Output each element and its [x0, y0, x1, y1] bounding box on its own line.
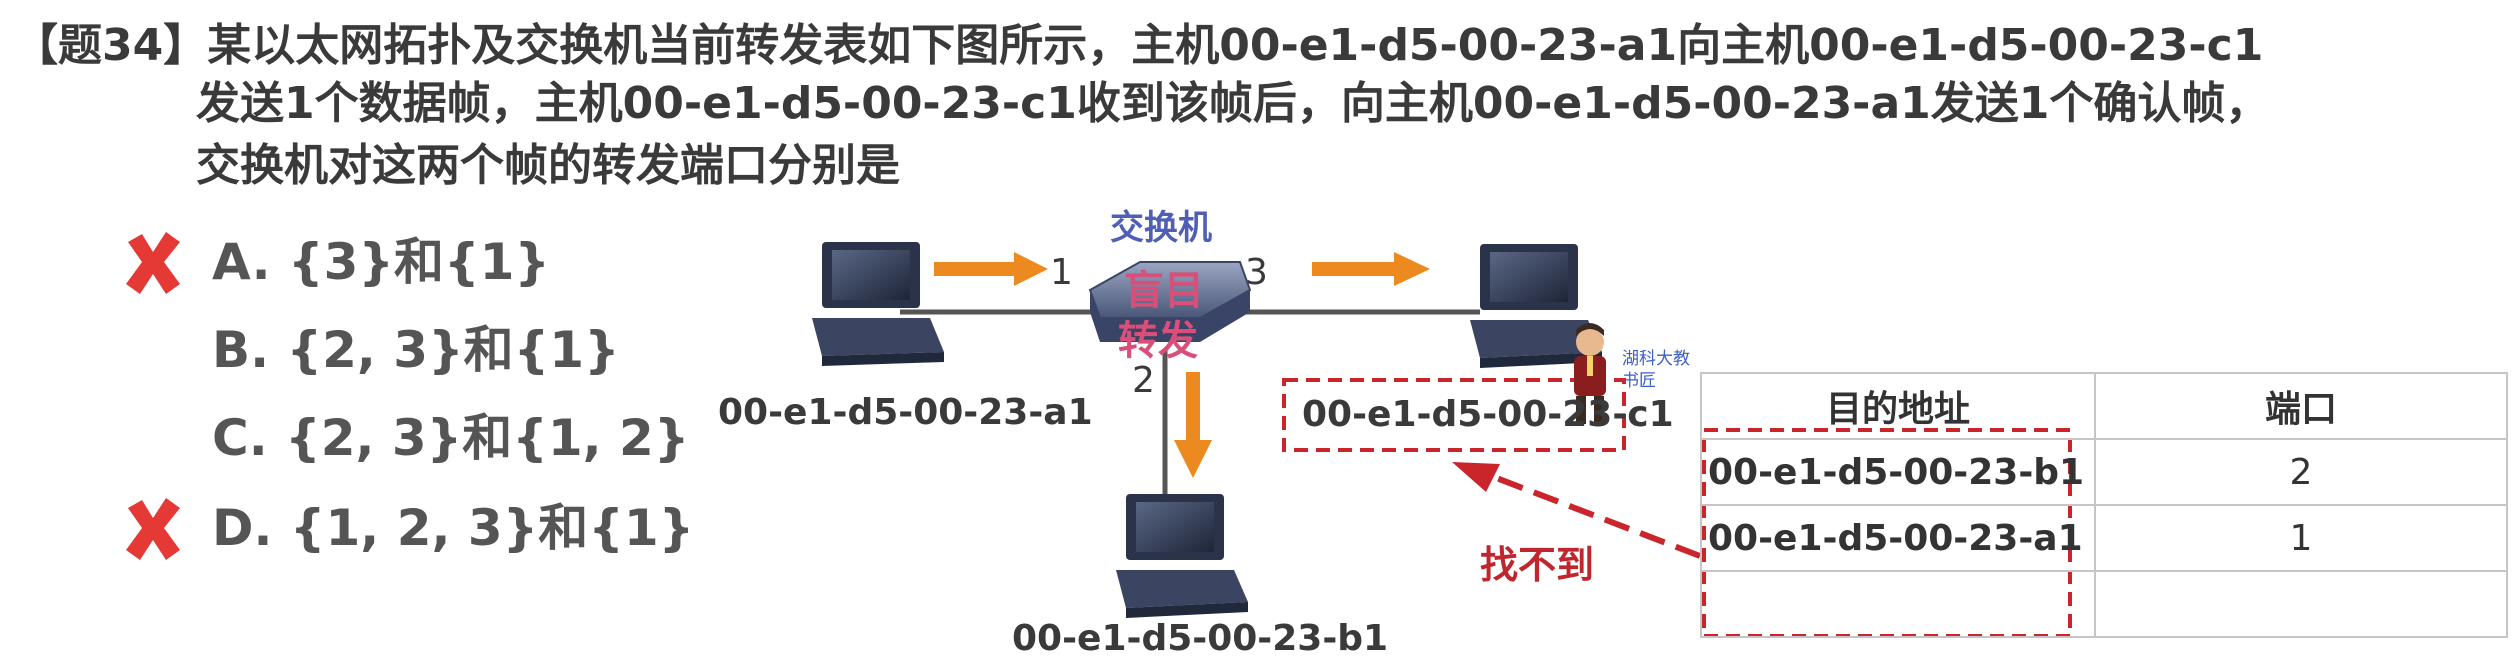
dashed-box-c1	[1282, 378, 1626, 452]
forwarding-table: 目的地址 端口 00-e1-d5-00-23-b1 2 00-e1-d5-00-…	[1700, 372, 2508, 638]
host-c1-label: 00-e1-d5-00-23-c1	[1302, 394, 1674, 435]
question-line-2: 发送1个数据帧，主机00-e1-d5-00-23-c1收到该帧后，向主机00-e…	[196, 78, 2270, 129]
table-row	[1700, 570, 2508, 638]
question-line-3: 交换机对这两个帧的转发端口分别是	[196, 140, 900, 191]
port-label-1: 1	[1050, 252, 1073, 293]
teacher-avatar-icon	[1574, 323, 1606, 424]
dashed-arrow	[1484, 471, 1702, 559]
option-c[interactable]: C. {2, 3}和{1, 2}	[212, 409, 690, 467]
host-a1-label: 00-e1-d5-00-23-a1	[718, 392, 1093, 433]
header-dest-address: 目的地址	[1700, 372, 2096, 440]
not-found-label: 找不到	[1480, 543, 1595, 587]
switch-label: 交换机	[1110, 208, 1212, 248]
wrong-x-icon	[126, 232, 180, 294]
annotation-line-1: 盲目	[1124, 268, 1204, 314]
port-label-3: 3	[1245, 252, 1268, 293]
header-port: 端口	[2094, 372, 2508, 440]
question-line-1: 【题34】某以太网拓扑及交换机当前转发表如下图所示，主机00-e1-d5-00-…	[14, 20, 2264, 71]
cell-mac: 00-e1-d5-00-23-b1	[1700, 438, 2096, 506]
table-header-row: 目的地址 端口	[1700, 372, 2508, 440]
option-d[interactable]: D. {1, 2, 3}和{1}	[212, 499, 695, 557]
cell-port: 2	[2094, 438, 2508, 506]
port-label-2: 2	[1132, 360, 1155, 401]
computer-icon-b1	[1116, 494, 1248, 618]
switch-icon	[1088, 261, 1252, 342]
arrow-icon	[934, 252, 1430, 478]
table-row: 00-e1-d5-00-23-a1 1	[1700, 504, 2508, 572]
option-b[interactable]: B. {2, 3}和{1}	[212, 321, 620, 379]
cell-port: 1	[2094, 504, 2508, 572]
cell-mac	[1700, 570, 2096, 638]
option-a[interactable]: A. {3}和{1}	[212, 233, 550, 291]
host-b1-label: 00-e1-d5-00-23-b1	[1012, 618, 1389, 659]
computer-icon-c1	[1470, 244, 1602, 368]
cell-mac: 00-e1-d5-00-23-a1	[1700, 504, 2096, 572]
watermark-label: 湖科大教书匠	[1622, 349, 1690, 391]
annotation-line-2: 转发	[1118, 318, 1198, 364]
wrong-x-icon	[126, 498, 180, 560]
computer-icon-a1	[812, 242, 944, 366]
cell-port	[2094, 570, 2508, 638]
table-row: 00-e1-d5-00-23-b1 2	[1700, 438, 2508, 506]
